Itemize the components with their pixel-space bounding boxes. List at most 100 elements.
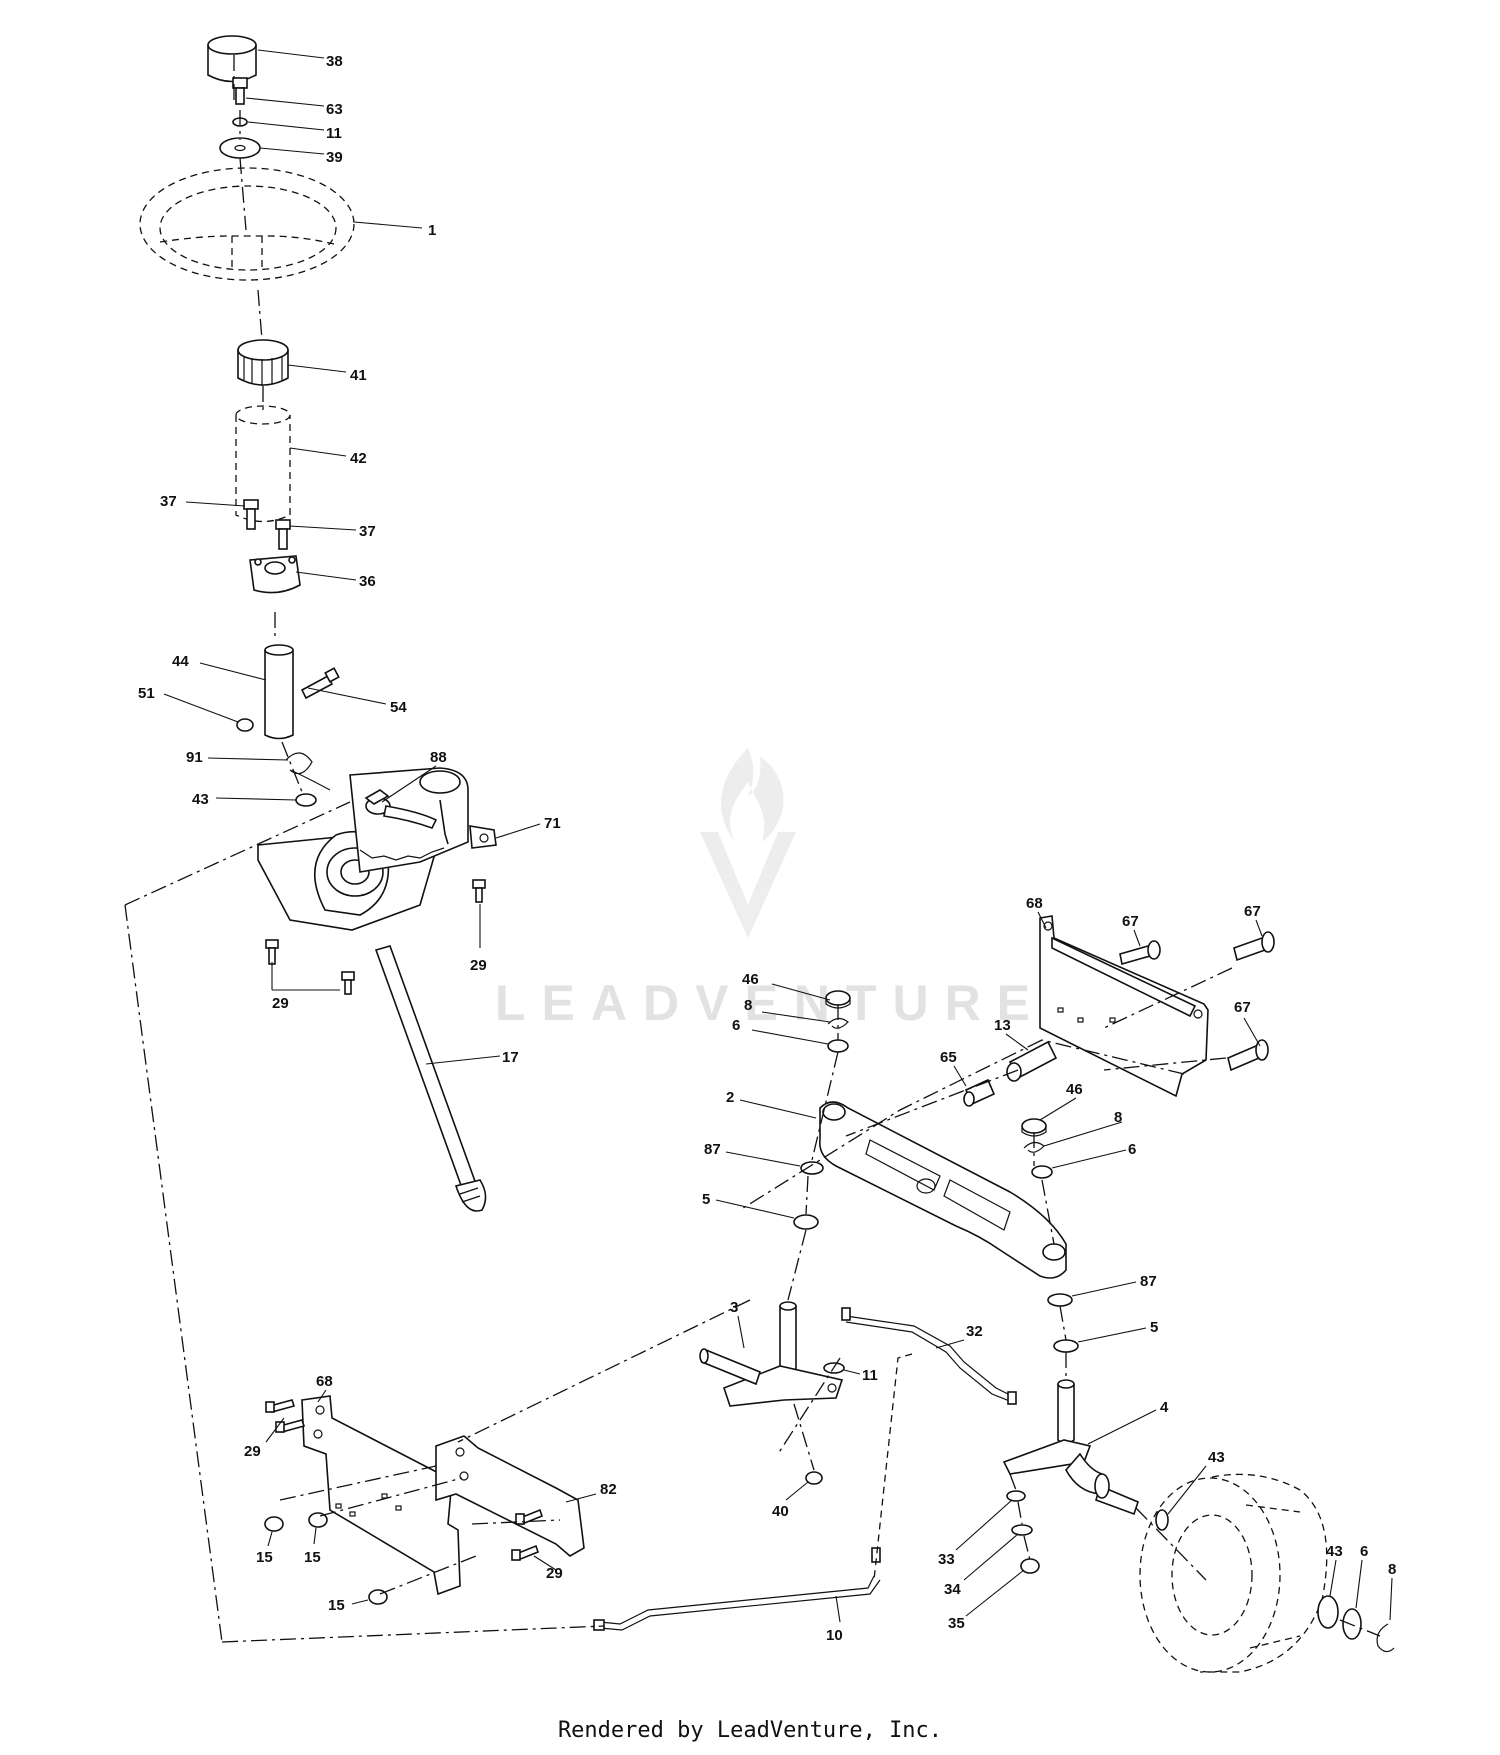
callout-43-wheel: 43 — [1326, 1543, 1343, 1560]
washer-34-part — [1011, 1524, 1033, 1536]
callout-35: 35 — [948, 1615, 965, 1632]
callout-1: 1 — [428, 222, 436, 239]
washer-6-left-part — [827, 1039, 849, 1053]
callout-46-left: 46 — [742, 971, 759, 988]
bracket-82-part — [435, 1435, 585, 1557]
callout-5-right: 5 — [1150, 1319, 1158, 1336]
washer-6-right-part — [1031, 1165, 1053, 1179]
callout-37-left: 37 — [160, 493, 177, 510]
adjustment-lever-part — [364, 789, 438, 829]
steering-cap-part — [207, 35, 257, 83]
callout-32: 32 — [966, 1323, 983, 1340]
hex-bolt-part — [232, 77, 248, 105]
callout-33: 33 — [938, 1551, 955, 1568]
drag-link-part — [841, 1307, 1017, 1405]
callout-8-right: 8 — [1114, 1109, 1122, 1126]
callout-91: 91 — [186, 749, 203, 766]
callout-29-lower: 29 — [244, 1443, 261, 1460]
leadventure-watermark-logo — [700, 748, 796, 938]
callout-8-left: 8 — [744, 997, 752, 1014]
bushing-5-right-part — [1053, 1339, 1079, 1353]
bolt-67-top-right-part — [1233, 931, 1275, 962]
callout-29-right: 29 — [470, 957, 487, 974]
tie-rod-part — [593, 1547, 881, 1631]
bolt-29-bracket-82-bottom-part — [511, 1544, 539, 1562]
washer-33-part — [1006, 1490, 1026, 1502]
steering-gear-box-part — [257, 767, 469, 931]
front-wheel-part — [1139, 1473, 1328, 1673]
bolt-67-bottom-part — [1227, 1039, 1269, 1072]
callout-8-wheel: 8 — [1388, 1561, 1396, 1578]
bolt-37-right-part — [275, 519, 291, 550]
cap-46-left-part — [825, 990, 851, 1009]
gearbox-bracket-part — [469, 825, 497, 849]
bushing-5-left-part — [793, 1214, 819, 1230]
nut-15-left-part — [264, 1516, 284, 1532]
callout-40: 40 — [772, 1503, 789, 1520]
callout-4: 4 — [1160, 1399, 1169, 1416]
bolt-67-top-left-part — [1119, 940, 1161, 966]
footer-credit: Rendered by LeadVenture, Inc. — [557, 1718, 943, 1743]
callout-11-top: 11 — [326, 125, 342, 142]
bolt-29-lower-mid-part — [275, 1419, 306, 1433]
callout-39: 39 — [326, 149, 343, 166]
bolt-29-lower-top-part — [265, 1399, 296, 1413]
callout-10: 10 — [826, 1627, 843, 1644]
bolt-29-gearbox-center-part — [341, 971, 355, 995]
spindle-3-part — [699, 1301, 844, 1407]
callout-87-left: 87 — [704, 1141, 721, 1158]
steering-shaft-part — [264, 644, 294, 740]
washer-6-wheel-part — [1342, 1608, 1362, 1640]
callout-67-right: 67 — [1244, 903, 1261, 920]
callout-15-bottom: 15 — [328, 1597, 345, 1614]
washer-43-top-part — [295, 793, 317, 807]
callout-13: 13 — [994, 1017, 1011, 1034]
callout-82: 82 — [600, 1481, 617, 1498]
callout-46-right: 46 — [1066, 1081, 1083, 1098]
callout-15-middle: 15 — [304, 1549, 321, 1566]
callout-51: 51 — [138, 685, 155, 702]
spacer-tube-part — [1006, 1040, 1058, 1082]
nut-40-part — [805, 1471, 823, 1485]
bolt-37-left-part — [243, 499, 259, 530]
callout-44: 44 — [172, 653, 189, 670]
washer-87-right-part — [1047, 1293, 1073, 1307]
callout-88: 88 — [430, 749, 447, 766]
watermark-text: LEADVENTURE — [495, 975, 1046, 1031]
nut-15-middle-part — [308, 1512, 328, 1528]
callout-6-right: 6 — [1128, 1141, 1136, 1158]
steering-washer-part — [219, 137, 261, 159]
hex-nut-51-part — [236, 718, 254, 732]
spindle-4-part — [1002, 1379, 1139, 1516]
callout-68-top: 68 — [1026, 895, 1043, 912]
callout-87-right: 87 — [1140, 1273, 1157, 1290]
callout-37-right: 37 — [359, 523, 376, 540]
callout-29-left: 29 — [272, 995, 289, 1012]
callout-41: 41 — [350, 367, 367, 384]
callout-34: 34 — [944, 1581, 961, 1598]
callout-36: 36 — [359, 573, 376, 590]
column-tube-part — [235, 405, 291, 523]
washer-43-wheel-part — [1317, 1595, 1339, 1629]
callout-11-spindle: 11 — [862, 1367, 878, 1384]
callout-43-top: 43 — [192, 791, 209, 808]
callout-6-wheel: 6 — [1360, 1543, 1368, 1560]
callout-63: 63 — [326, 101, 343, 118]
spring-clip-part — [285, 752, 331, 791]
washer-87-left-part — [800, 1161, 824, 1175]
callout-67-bottom: 67 — [1234, 999, 1251, 1016]
callout-65: 65 — [940, 1049, 957, 1066]
steering-adapter-part — [237, 339, 289, 386]
clip-8-left-part — [827, 1017, 849, 1029]
callout-67-left: 67 — [1122, 913, 1139, 930]
bolt-29-gearbox-left-part — [265, 939, 279, 965]
steering-wheel-part — [139, 167, 355, 281]
callout-43-spindle: 43 — [1208, 1449, 1225, 1466]
bolt-29-bracket-82-top-part — [515, 1508, 543, 1526]
callout-2: 2 — [726, 1089, 734, 1106]
clip-8-wheel-part — [1376, 1623, 1395, 1653]
column-bracket-part — [249, 555, 301, 594]
callout-17: 17 — [502, 1049, 519, 1066]
front-axle-mount-bracket-part — [1039, 915, 1209, 1098]
